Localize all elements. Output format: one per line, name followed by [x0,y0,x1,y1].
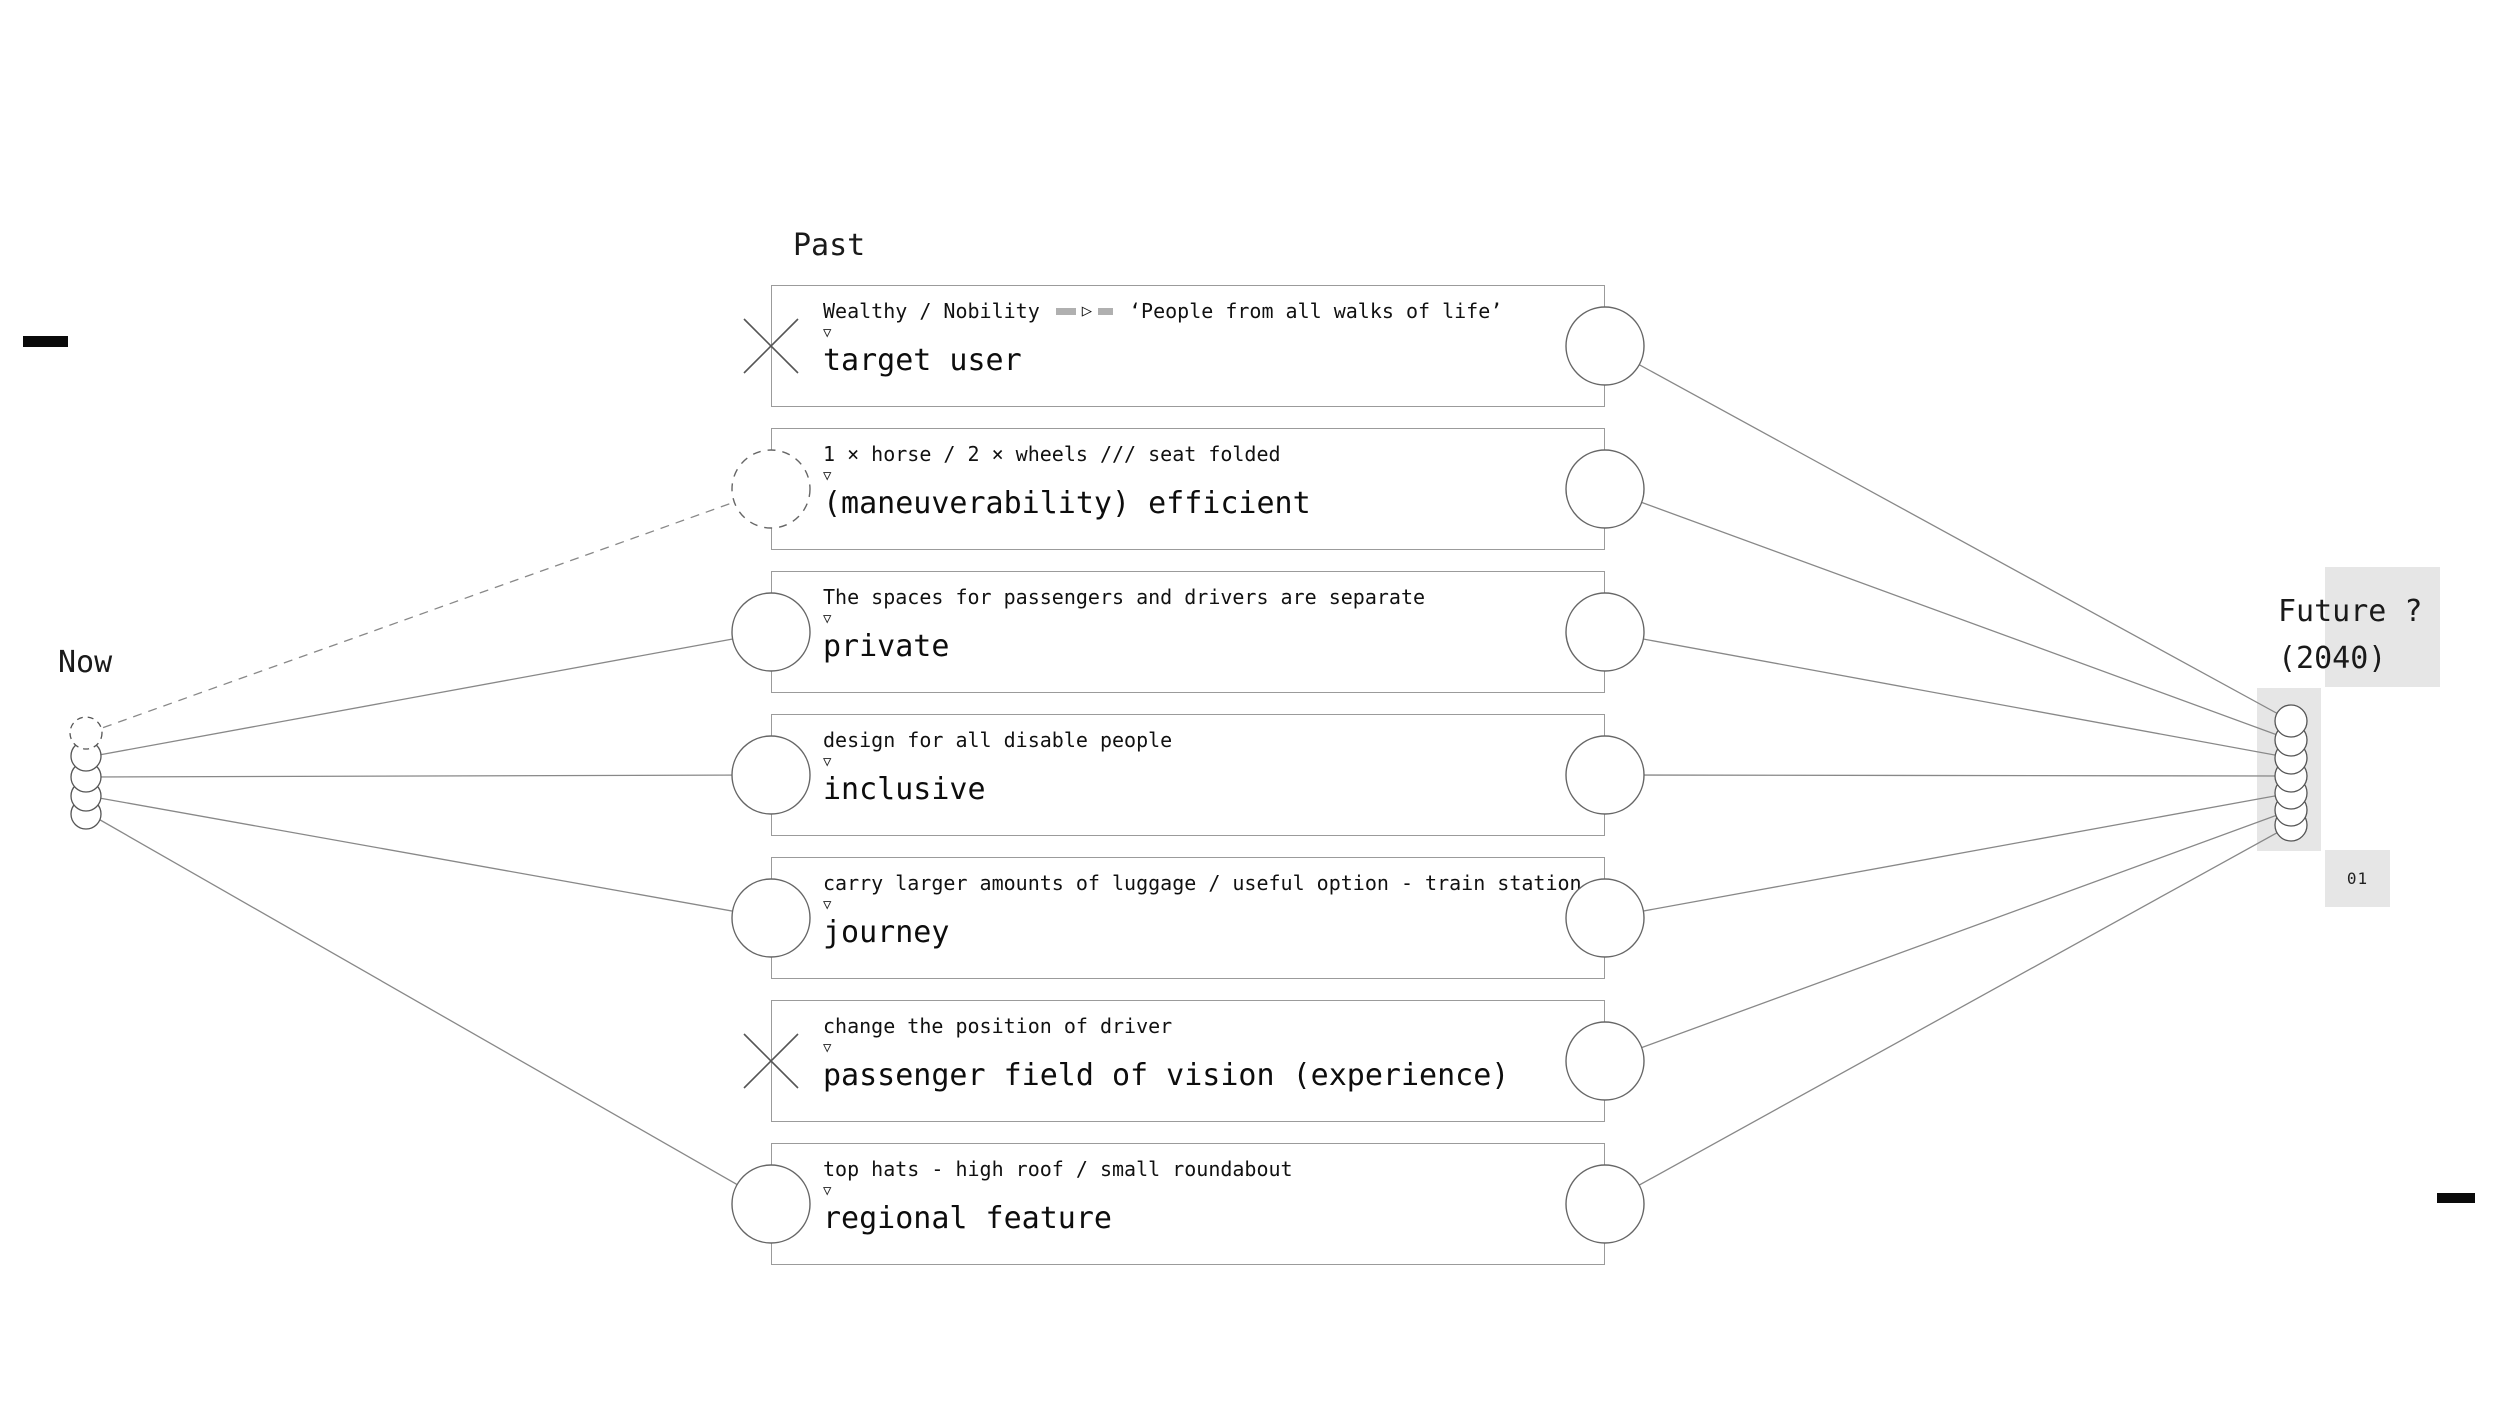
connector-now-private [87,631,772,758]
future-connectors [1604,345,2292,1205]
box-note: carry larger amounts of luggage / useful… [823,871,1582,895]
triangle-marker-icon: ▽ [823,1040,832,1056]
page-number-badge: 01 [2325,850,2390,907]
connector-regional-future [1604,824,2292,1205]
future-label-panel [2325,567,2440,687]
box-note: The spaces for passengers and drivers ar… [823,585,1426,609]
connector-now-regional [87,812,772,1205]
connector-inclusive-future [1604,774,2292,777]
triangle-marker-icon: ▽ [823,754,832,770]
now-node-cluster [69,716,103,830]
minus-mark-top-left [23,336,68,347]
triangle-marker-icon: ▽ [823,325,832,341]
note-before: Wealthy / Nobility [823,299,1040,323]
connector-efficient-future [1604,488,2292,741]
connector-now-inclusive [87,774,772,778]
past-label: Past [793,228,866,263]
box-keyword: target user [823,343,1022,378]
past-box-target-user: Wealthy / Nobility ▷ ‘People from all wa… [771,285,1605,407]
future-label-line1: Future ? [2278,594,2423,629]
future-label: Future ? (2040) [2278,588,2423,682]
triangle-marker-icon: ▽ [823,897,832,913]
triangle-marker-icon: ▽ [823,1183,832,1199]
now-connectors [87,488,772,1205]
box-keyword: inclusive [823,772,986,807]
connector-private-future [1604,631,2292,759]
triangle-marker-icon: ▽ [823,611,832,627]
box-note: top hats - high roof / small roundabout [823,1157,1293,1181]
now-node [70,798,102,830]
connector-field-of-vision-future [1604,809,2292,1062]
note-after: ‘People from all walks of life’ [1129,299,1503,323]
box-note: Wealthy / Nobility ▷ ‘People from all wa… [823,298,1596,324]
now-node [70,761,102,793]
now-label: Now [58,645,113,680]
box-keyword: (maneuverability) efficient [823,486,1311,521]
connector-now-journey [87,795,772,919]
minus-mark-bottom-right [2437,1193,2475,1203]
connector-target-user-future [1604,345,2292,722]
connector-journey-future [1604,792,2292,919]
past-box-regional-feature: top hats - high roof / small roundabout … [771,1143,1605,1265]
box-note: design for all disable people [823,728,1173,752]
future-label-line2: (2040) [2278,641,2387,676]
box-note: change the position of driver [823,1014,1173,1038]
box-keyword: journey [823,915,950,950]
now-node-dashed [69,716,103,750]
now-node [70,740,102,772]
box-keyword: regional feature [823,1201,1112,1236]
past-box-field-of-vision: change the position of driver ▽ passenge… [771,1000,1605,1122]
now-node [70,780,102,812]
transition-arrow-icon: ▷ [1055,302,1113,320]
past-box-journey: carry larger amounts of luggage / useful… [771,857,1605,979]
box-keyword: passenger field of vision (experience) [823,1058,1510,1093]
past-box-private: The spaces for passengers and drivers ar… [771,571,1605,693]
connector-now-efficient-dashed [87,488,772,734]
past-box-inclusive: design for all disable people ▽ inclusiv… [771,714,1605,836]
box-note: 1 × horse / 2 × wheels /// seat folded [823,442,1281,466]
future-nodes-panel [2257,688,2321,851]
box-keyword: private [823,629,950,664]
past-box-efficient: 1 × horse / 2 × wheels /// seat folded ▽… [771,428,1605,550]
page-number: 01 [2346,869,2369,888]
left-ports [731,449,811,1244]
triangle-marker-icon: ▽ [823,468,832,484]
